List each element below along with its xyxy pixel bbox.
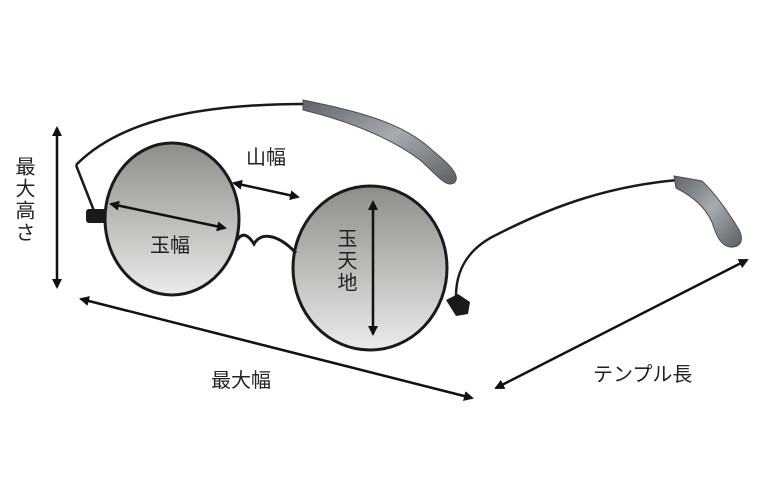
near-temple-tip bbox=[673, 175, 742, 248]
bridge-width-label: 山幅 bbox=[246, 145, 286, 169]
right-lens bbox=[291, 184, 449, 352]
far-temple-tip bbox=[302, 99, 457, 185]
total-width-label: 最大幅 bbox=[211, 368, 271, 392]
far-hinge bbox=[86, 209, 108, 223]
bridge-width-arrow bbox=[232, 179, 300, 201]
temple-length-label: テンプル長 bbox=[593, 362, 693, 386]
bridge bbox=[235, 233, 298, 255]
left-lens bbox=[103, 141, 241, 297]
far-temple-wire bbox=[75, 102, 306, 166]
lens-width-arrow bbox=[109, 200, 227, 232]
lens-height-label: 玉天地 bbox=[334, 228, 358, 294]
near-hinge bbox=[446, 294, 470, 316]
near-temple-wire bbox=[454, 178, 679, 301]
max-height-label: 最大高さ bbox=[12, 156, 36, 244]
lens-width-label: 玉幅 bbox=[150, 233, 190, 257]
total-width-arrow bbox=[79, 296, 474, 401]
far-hinge-wire bbox=[74, 164, 98, 217]
temple-length-arrow bbox=[494, 258, 749, 390]
